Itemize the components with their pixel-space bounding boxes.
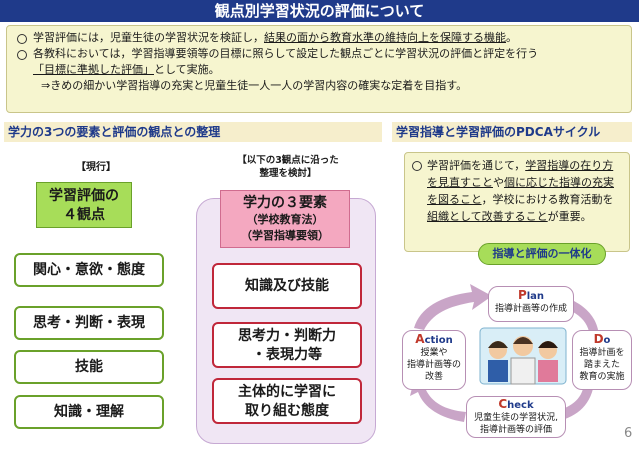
three-title-sub2: （学習指導要領） <box>241 229 329 242</box>
three-elements-title: 学力の３要素 （学校教育法） （学習指導要領） <box>220 190 350 248</box>
page-title: 観点別学習状況の評価について <box>0 0 639 22</box>
pdca-plan: Plan 指導計画等の作成 <box>488 286 574 322</box>
pdca-underlined: 学習指導の在り方を見直すこと <box>427 159 614 189</box>
do-desc-2: 踏まえた <box>583 360 620 370</box>
new-label-line-2: 整理を検討】 <box>259 168 317 179</box>
bullet-circle-icon <box>412 161 422 171</box>
pdca-underlined: 組織として改善すること <box>427 210 548 223</box>
summary-conclusion: ⇒きめの細かい学習指導の充実と児童生徒一人一人の学習内容の確実な定着を目指す。 <box>41 79 468 92</box>
action-letter: A <box>415 332 425 346</box>
plan-desc: 指導計画等の作成 <box>494 304 567 314</box>
do-rest: o <box>603 335 611 346</box>
summary-text: 。 <box>506 31 517 44</box>
action-desc-1: 授業や <box>420 348 448 358</box>
viewpoint-item: 思考・判断・表現 <box>14 306 164 340</box>
summary-box: 学習評価には，児童生徒の学習状況を検証し，結果の面から教育水準の維持向上を保障す… <box>6 25 632 113</box>
pdca-description: 学習評価を通じて，学習指導の在り方を見直すことや個に応じた指導の充実を図ること，… <box>404 152 630 252</box>
element-line-1: 思考力・判断力 <box>238 328 336 344</box>
element-line-1: 主体的に学習に <box>238 384 336 400</box>
page-number: 6 <box>624 426 633 441</box>
pdca-do: Do 指導計画を 踏まえた 教育の実施 <box>572 330 632 390</box>
element-line-2: ・表現力等 <box>252 347 322 363</box>
check-desc-2: 指導計画等の評価 <box>479 425 552 435</box>
element-line-1: 知識及び技能 <box>245 278 329 294</box>
action-desc-3: 改善 <box>424 372 443 382</box>
plan-rest: lan <box>526 291 545 302</box>
unify-badge: 指導と評価の一体化 <box>478 243 606 265</box>
four-title-line-1: 学習評価の <box>49 188 119 204</box>
new-label-line-1: 【以下の3観点に沿った <box>237 155 339 166</box>
current-label: 【現行】 <box>76 162 116 173</box>
left-section-header: 学力の3つの要素と評価の観点との整理 <box>4 122 382 142</box>
three-title-main: 学力の３要素 <box>243 195 327 211</box>
summary-text: 学習評価には，児童生徒の学習状況を検証し， <box>33 31 264 44</box>
pdca-text: ，学校における教育活動を <box>481 193 614 206</box>
pdca-action: Action 授業や 指導計画等の 改善 <box>402 330 466 390</box>
bullet-circle-icon <box>17 50 27 60</box>
check-rest: heck <box>507 400 534 411</box>
teacher-students-illustration <box>479 327 567 385</box>
plan-letter: P <box>517 288 527 302</box>
action-rest: ction <box>424 335 453 346</box>
viewpoint-item: 知識・理解 <box>14 395 164 429</box>
summary-underlined: 結果の面から教育水準の維持向上を保障する機能 <box>264 31 506 44</box>
do-letter: D <box>593 332 604 346</box>
new-label: 【以下の3観点に沿った 整理を検討】 <box>210 154 366 180</box>
summary-bullet-1: 学習評価には，児童生徒の学習状況を検証し，結果の面から教育水準の維持向上を保障す… <box>15 30 623 46</box>
four-title-line-2: ４観点 <box>63 207 105 223</box>
action-desc-2: 指導計画等の <box>406 360 461 370</box>
summary-text: として実施。 <box>154 63 220 76</box>
pdca-check: Check 児童生徒の学習状況, 指導計画等の評価 <box>466 396 566 438</box>
element-item: 思考力・判断力 ・表現力等 <box>212 322 362 368</box>
summary-text: 各教科においては，学習指導要領等の目標に照らして設定した観点ごとに学習状況の評価… <box>33 47 539 60</box>
do-desc-1: 指導計画を <box>579 348 625 358</box>
check-letter: C <box>498 397 508 411</box>
pdca-text: 学習評価を通じて， <box>427 159 526 172</box>
element-item: 主体的に学習に 取り組む態度 <box>212 378 362 424</box>
pdca-underlined: 個に応じた指導の充実を図ること <box>427 176 614 206</box>
three-title-sub1: （学校教育法） <box>246 213 324 226</box>
viewpoint-item: 技能 <box>14 350 164 384</box>
element-item: 知識及び技能 <box>212 263 362 309</box>
summary-underlined: 「目標に準拠した評価」 <box>33 63 154 76</box>
four-viewpoints-title: 学習評価の ４観点 <box>36 182 132 228</box>
viewpoint-item: 関心・意欲・態度 <box>14 253 164 287</box>
do-desc-3: 教育の実施 <box>579 372 625 382</box>
check-desc-1: 児童生徒の学習状況, <box>474 413 558 423</box>
arrow-action-to-plan-icon <box>414 284 492 330</box>
pdca-text: や <box>493 176 504 189</box>
right-section-header: 学習指導と学習評価のPDCAサイクル <box>392 122 632 142</box>
element-line-2: 取り組む態度 <box>245 403 329 419</box>
summary-bullet-2: 各教科においては，学習指導要領等の目標に照らして設定した観点ごとに学習状況の評価… <box>15 46 623 78</box>
pdca-text: が重要。 <box>547 210 592 223</box>
bullet-circle-icon <box>17 34 27 44</box>
